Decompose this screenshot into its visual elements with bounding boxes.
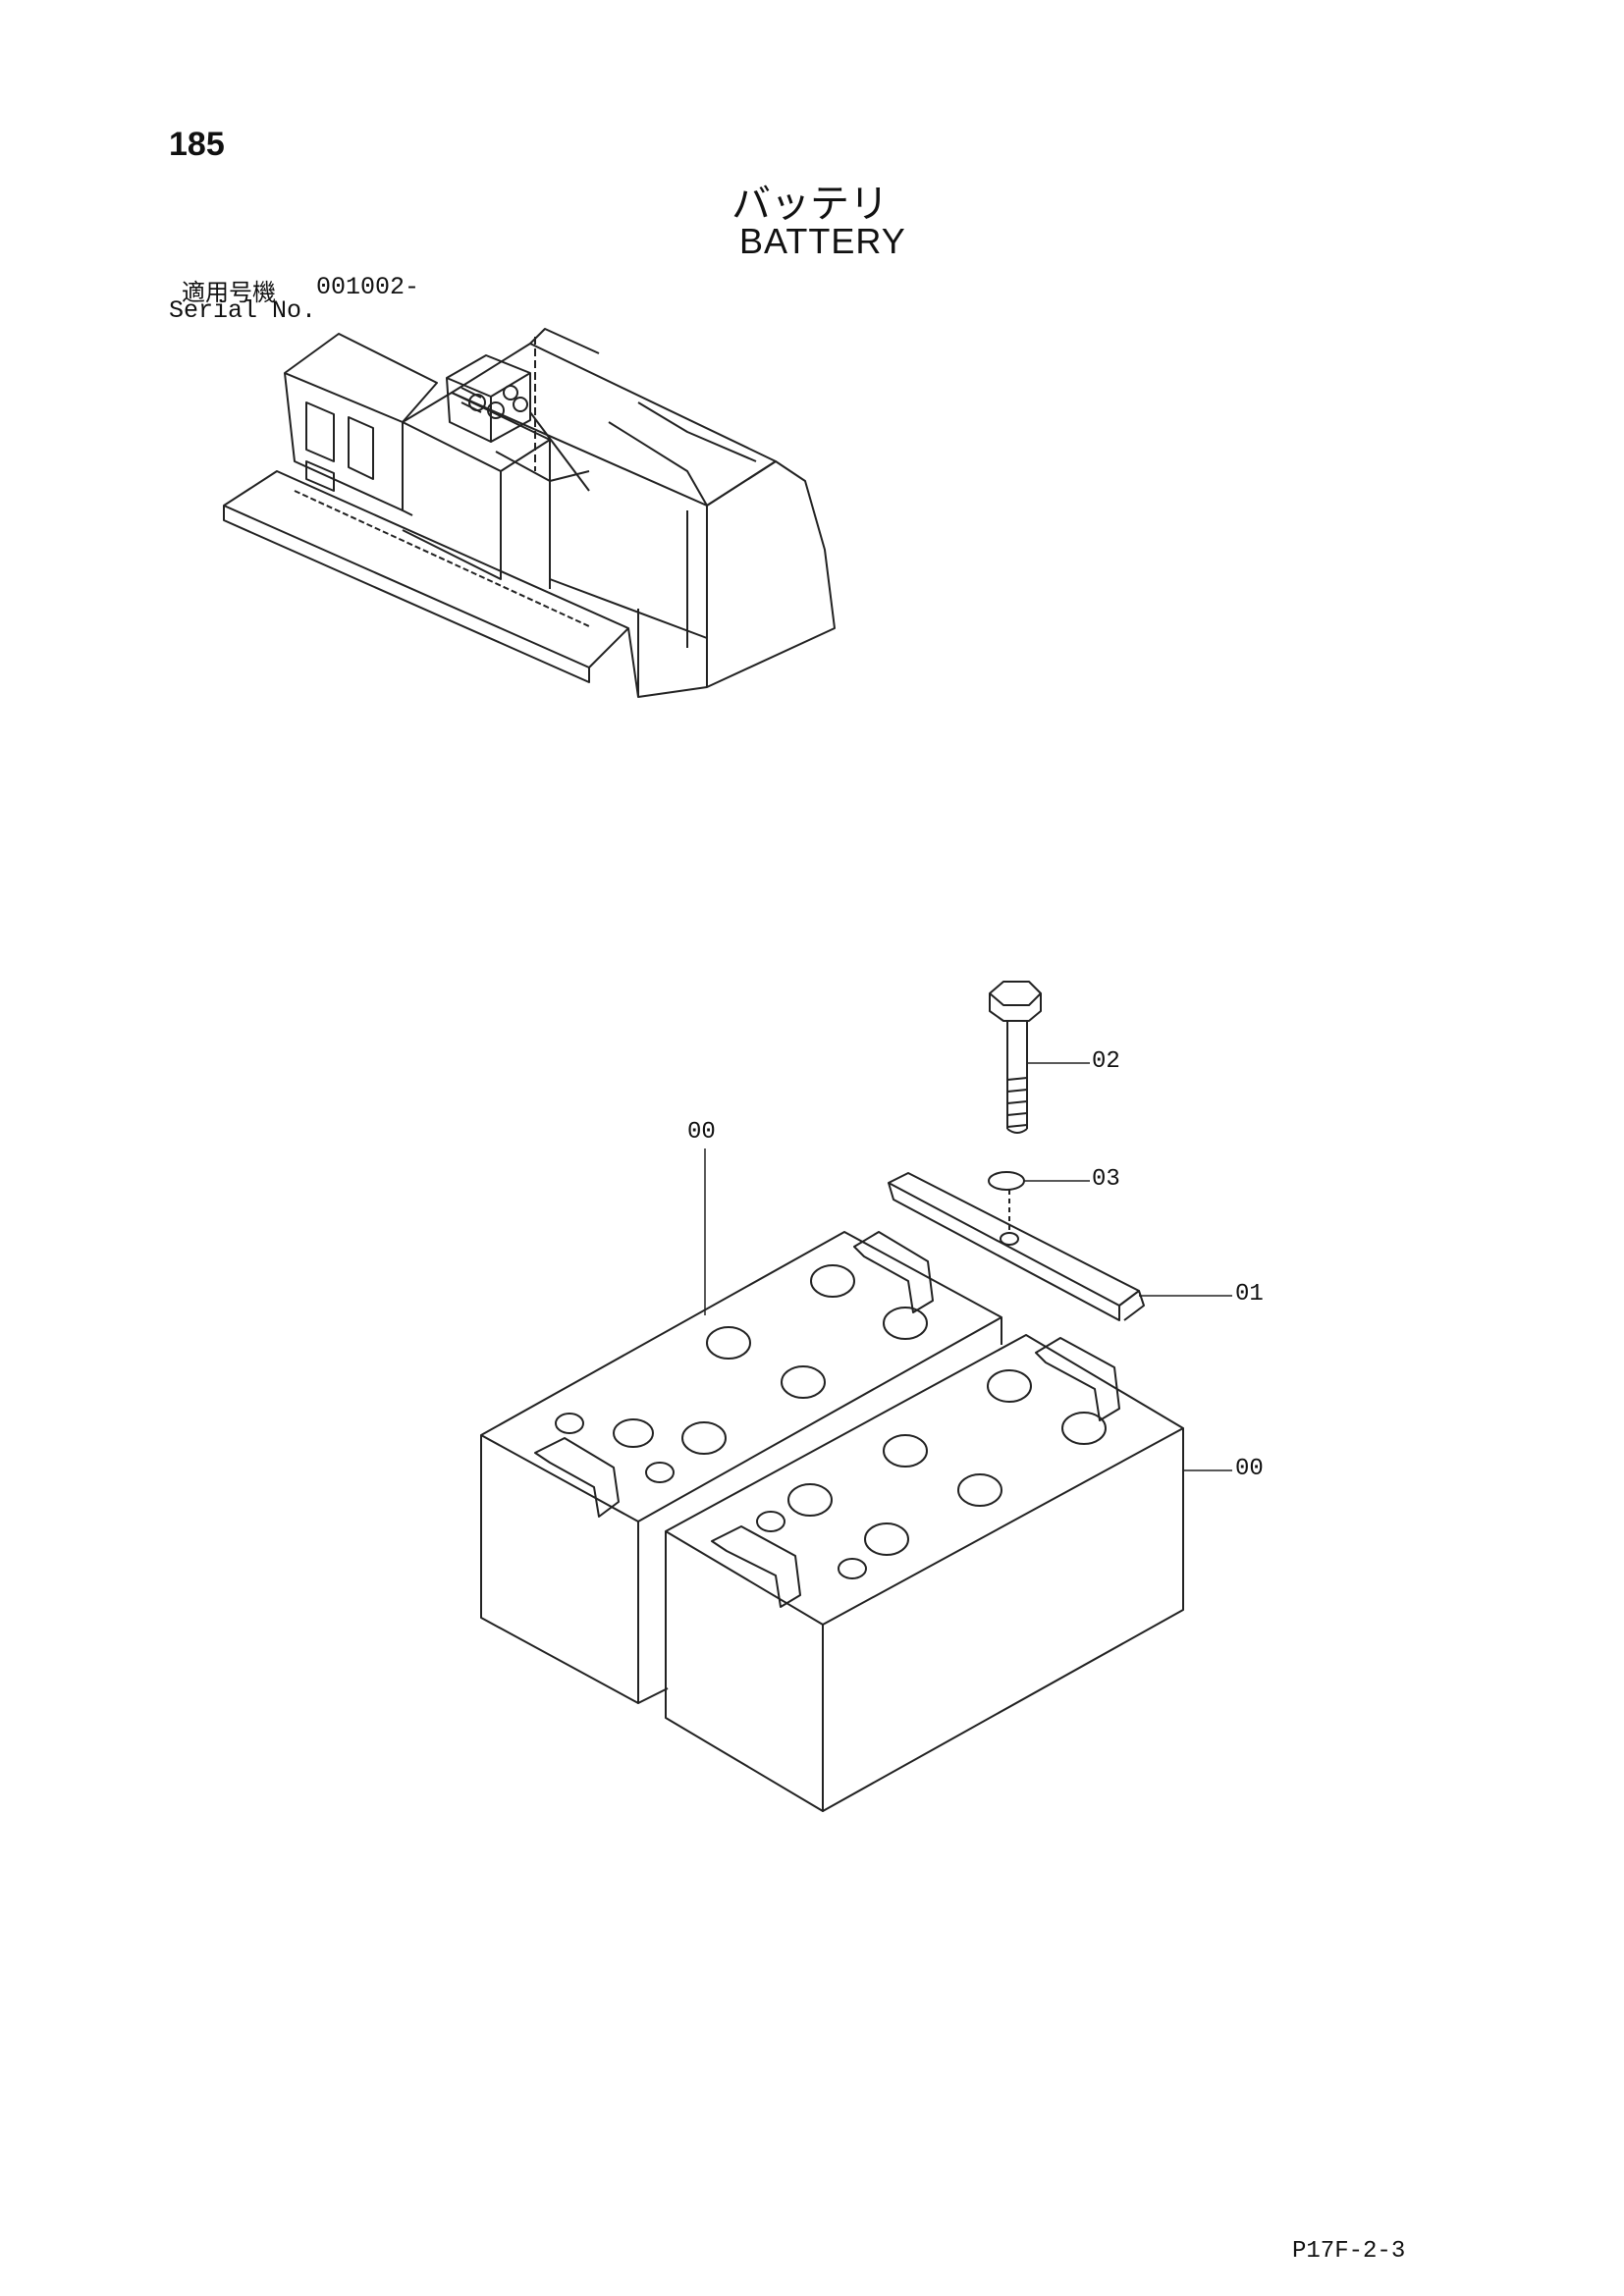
serial-label-japanese: 適用号機 bbox=[182, 279, 276, 306]
callout-battery-left: 00 bbox=[687, 1119, 716, 1146]
callout-bolt: 02 bbox=[1092, 1048, 1120, 1075]
callout-bracket: 01 bbox=[1235, 1281, 1264, 1308]
washer-drawing bbox=[988, 1171, 1025, 1191]
battery-left-drawing bbox=[480, 1231, 1002, 1704]
battery-right-drawing bbox=[665, 1334, 1184, 1812]
serial-label-english: Serial No. bbox=[169, 296, 317, 325]
battery-right-caps bbox=[756, 1369, 1107, 1579]
hold-down-bracket-drawing bbox=[888, 1172, 1145, 1321]
title-japanese: バッテリ bbox=[731, 182, 889, 227]
page-number: 185 bbox=[169, 126, 225, 163]
callout-washer: 03 bbox=[1092, 1166, 1120, 1193]
callout-battery-right: 00 bbox=[1235, 1456, 1264, 1482]
footer-page-code: P17F-2-3 bbox=[1292, 2238, 1406, 2265]
serial-number: 001002- bbox=[316, 273, 420, 301]
title-english: BATTERY bbox=[739, 221, 906, 261]
bolt-drawing bbox=[989, 981, 1042, 1134]
battery-left-caps bbox=[555, 1264, 928, 1483]
